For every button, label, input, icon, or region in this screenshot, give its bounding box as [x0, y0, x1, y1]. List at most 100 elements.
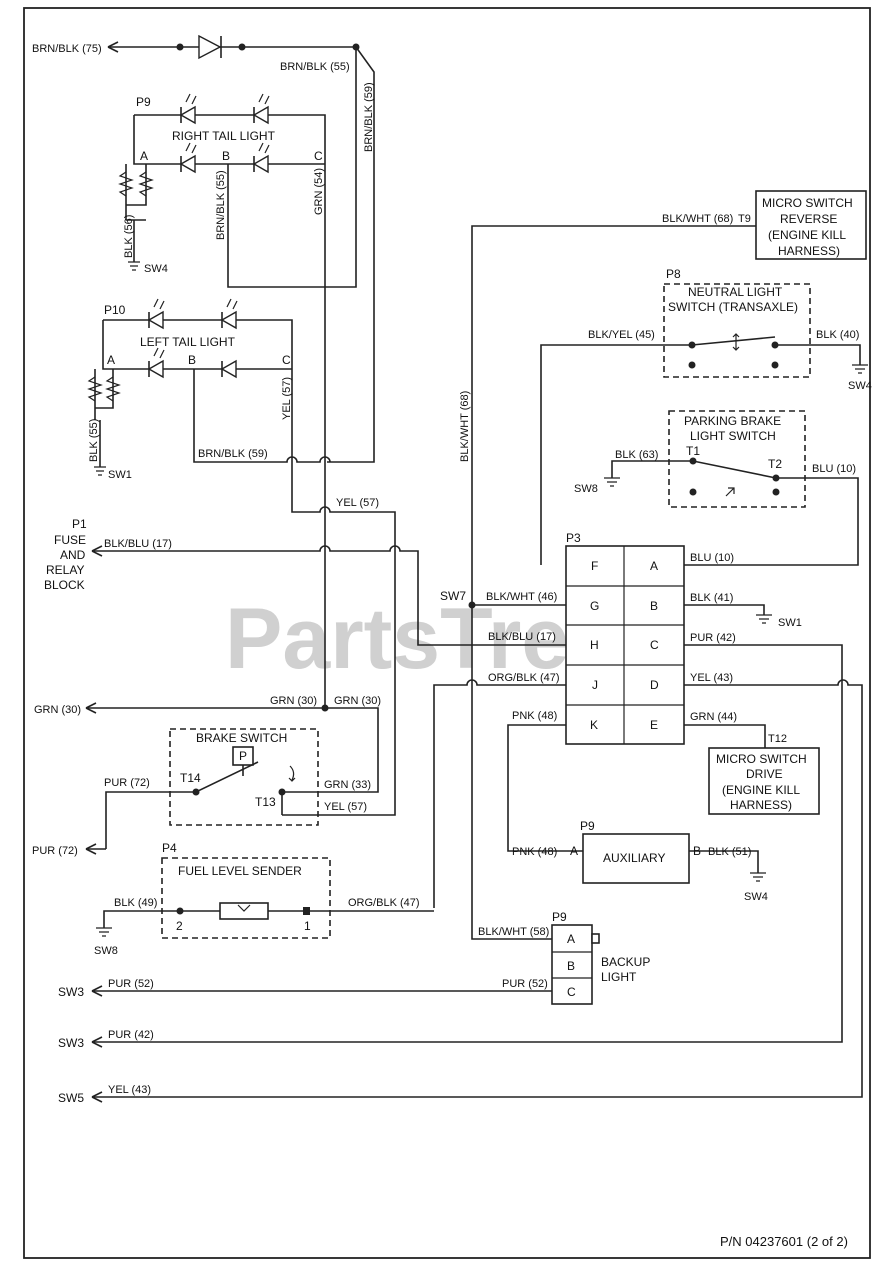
brake-name: BRAKE SWITCH	[196, 731, 287, 745]
left-tail-name: LEFT TAIL LIGHT	[140, 335, 236, 349]
backup-pin-c: C	[567, 985, 576, 999]
wire-label-w30b: GRN (30)	[270, 695, 317, 707]
wire-label-w30: GRN (30)	[34, 704, 81, 716]
wire-label-w46: BLK/WHT (46)	[486, 591, 557, 603]
ground-sw8: SW8	[574, 483, 598, 495]
t13-label: T13	[255, 795, 276, 809]
top-feed: BRN/BLK (75) BRN/BLK (55) BRN/BLK (59)	[32, 34, 375, 463]
p4-ref: P4	[162, 841, 177, 855]
ground-sw1: SW1	[778, 617, 802, 629]
neutral-1: NEUTRAL LIGHT	[688, 285, 783, 299]
p3-pin-c: C	[650, 638, 659, 652]
p9-ref: P9	[136, 95, 151, 109]
wire-label-w10: BLU (10)	[812, 463, 856, 475]
wire-label-w43b: YEL (43)	[108, 1084, 151, 1096]
micro-switch-reverse: T9 MICRO SWITCH REVERSE (ENGINE KILL HAR…	[459, 190, 867, 940]
led-icon	[220, 310, 237, 330]
p1-line-4: BLOCK	[44, 578, 85, 592]
p8-ref: P8	[666, 267, 681, 281]
fuel-pin-1: 1	[304, 919, 311, 933]
wire-label-w57: YEL (57)	[281, 377, 293, 420]
auxiliary: P9 AUXILIARY A B PNK (48) BLK (51) SW4	[512, 819, 768, 903]
wire-label-w42: PUR (42)	[690, 632, 736, 644]
backup-pin-a: A	[567, 932, 575, 946]
p3-pin-g: G	[590, 599, 599, 613]
t9-ref: T9	[738, 213, 751, 225]
t12-ref: T12	[768, 733, 787, 745]
backup-pin-b: B	[567, 959, 575, 973]
wire-label-w68v: BLK/WHT (68)	[459, 391, 471, 462]
left-tail-light: P10 LEFT TAIL LIGHT A B C BLK (55) YEL (…	[87, 298, 396, 816]
wire-label-w59: BRN/BLK (59)	[363, 82, 375, 152]
p3-pin-j: J	[592, 678, 598, 692]
wire-label-w58: BLK/WHT (58)	[478, 926, 549, 938]
neutral-2: SWITCH (TRANSAXLE)	[668, 300, 798, 314]
ground-sw8: SW8	[94, 945, 118, 957]
p3-pin-f: F	[591, 559, 598, 573]
led-icon	[179, 154, 196, 174]
wire-label-w48b: PNK (48)	[512, 846, 557, 858]
aux-name: AUXILIARY	[603, 851, 665, 865]
pin-a: A	[107, 353, 115, 367]
micro-reverse-2: REVERSE	[780, 212, 837, 226]
fuel-pin-2: 2	[176, 919, 183, 933]
wire-label-w10b: BLU (10)	[690, 552, 734, 564]
micro-reverse-3: (ENGINE KILL	[768, 228, 846, 242]
wire-label-w75: BRN/BLK (75)	[32, 43, 102, 55]
led-icon	[147, 310, 164, 330]
wire-label-w40: BLK (40)	[816, 329, 859, 341]
wire-label-w59b: BRN/BLK (59)	[198, 448, 268, 460]
p3-pin-a: A	[650, 559, 658, 573]
wire-label-w55c: BLK (55)	[88, 419, 100, 462]
p3-pin-b: B	[650, 599, 658, 613]
brake-symbol: P	[239, 749, 247, 763]
wire-label-w63: BLK (63)	[615, 449, 658, 461]
p1-ref: P1	[72, 517, 87, 531]
micro-drive-1: MICRO SWITCH	[716, 752, 807, 766]
diode-icon	[198, 34, 222, 60]
pin-b: B	[188, 353, 196, 367]
pin-c: C	[282, 353, 291, 367]
wire-label-w54: GRN (54)	[313, 168, 325, 215]
wire-label-w17b: BLK/BLU (17)	[488, 631, 556, 643]
ground-sw1: SW1	[108, 469, 132, 481]
led-icon	[147, 359, 164, 379]
watermark: PartsTree	[225, 591, 617, 687]
p3-pin-h: H	[590, 638, 599, 652]
p3-pin-d: D	[650, 678, 659, 692]
ground-sw7: SW7	[440, 589, 466, 603]
wire-label-w47: ORG/BLK (47)	[488, 672, 560, 684]
micro-switch-drive: T12 MICRO SWITCH DRIVE (ENGINE KILL HARN…	[708, 733, 820, 815]
ground-sw4: SW4	[848, 380, 872, 392]
wire-label-w55a: BRN/BLK (55)	[280, 61, 350, 73]
micro-reverse-4: HARNESS)	[778, 244, 840, 258]
backup-ref: P9	[552, 910, 567, 924]
right-tail-light: P9 RIGHT TAIL LIGHT A B C BLK (56) BRN/B…	[118, 93, 326, 287]
p10-ref: P10	[104, 303, 126, 317]
pin-c: C	[314, 149, 323, 163]
led-icon	[252, 154, 269, 174]
p3-pin-k: K	[590, 718, 598, 732]
t14-label: T14	[180, 771, 201, 785]
aux-pin-a: A	[570, 844, 578, 858]
fuel-name: FUEL LEVEL SENDER	[178, 864, 302, 878]
wire-label-w68: BLK/WHT (68)	[662, 213, 733, 225]
wire-label-w44: GRN (44)	[690, 711, 737, 723]
page-border	[23, 7, 871, 1259]
neutral-switch: P8 NEUTRAL LIGHT SWITCH (TRANSAXLE) BLK/…	[540, 267, 872, 565]
wire-label-w52b: PUR (52)	[502, 978, 548, 990]
aux-ref: P9	[580, 819, 595, 833]
wire-label-w56: BLK (56)	[123, 215, 135, 258]
wire-label-w52: PUR (52)	[108, 978, 154, 990]
ground-sw4: SW4	[744, 891, 768, 903]
p1-block: P1 FUSE AND RELAY BLOCK BLK/BLU (17) BLK…	[44, 517, 566, 646]
wire-label-w30c: GRN (30)	[334, 695, 381, 707]
wire-label-w55b: BRN/BLK (55)	[215, 170, 227, 240]
backup-light: P9 A B C BACKUP LIGHT BLK/WHT (58) PUR (…	[91, 910, 650, 1005]
ground-sw4: SW4	[144, 263, 168, 275]
p3-connector: P3 F G H J K A B C D E BLU (10) BLK/WHT …	[91, 531, 863, 1103]
led-icon	[220, 359, 237, 379]
wire-label-w72: PUR (72)	[104, 777, 150, 789]
fuel-level-sender: P4 FUEL LEVEL SENDER 2 1 BLK (49) ORG/BL…	[94, 841, 434, 957]
